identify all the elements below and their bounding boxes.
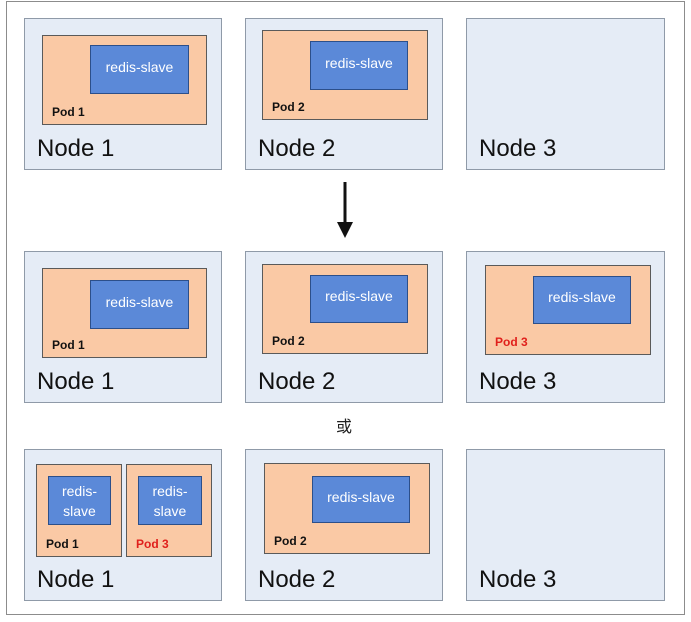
- row1-node1-label: Node 1: [37, 135, 115, 162]
- row2-node3-pod: redis-slave Pod 3: [485, 265, 651, 355]
- row3-pod3-label: Pod 3: [136, 537, 169, 551]
- row2-node1-label: Node 1: [37, 368, 115, 395]
- row3-node1-pod1: redis- slave Pod 1: [36, 464, 122, 557]
- row3-node-2: redis-slave Pod 2 Node 2: [245, 449, 443, 601]
- row2-node-1: redis-slave Pod 1 Node 1: [24, 251, 222, 403]
- row1-pod2-label: Pod 2: [272, 100, 305, 114]
- row1-node1-redis-slave: redis-slave: [90, 45, 189, 94]
- row1-node1-pod: redis-slave Pod 1: [42, 35, 207, 125]
- row1-pod1-label: Pod 1: [52, 105, 85, 119]
- row2-node2-redis-slave: redis-slave: [310, 275, 408, 323]
- row1-node3-label: Node 3: [479, 135, 557, 162]
- row2-node-3: redis-slave Pod 3 Node 3: [466, 251, 665, 403]
- row2-node2-pod: redis-slave Pod 2: [262, 264, 428, 354]
- row2-node3-redis-slave: redis-slave: [533, 276, 631, 324]
- row3-node2-label: Node 2: [258, 566, 336, 593]
- row2-pod2-label: Pod 2: [272, 334, 305, 348]
- row3-pod2-label: Pod 2: [274, 534, 307, 548]
- row1-node-2: redis-slave Pod 2 Node 2: [245, 18, 443, 170]
- row2-pod1-label: Pod 1: [52, 338, 85, 352]
- row2-node-2: redis-slave Pod 2 Node 2: [245, 251, 443, 403]
- row2-node3-label: Node 3: [479, 368, 557, 395]
- row3-pod1-label: Pod 1: [46, 537, 79, 551]
- row1-node-1: redis-slave Pod 1 Node 1: [24, 18, 222, 170]
- row3-node-1: redis- slave Pod 1 redis- slave Pod 3 No…: [24, 449, 222, 601]
- row3-node1-label: Node 1: [37, 566, 115, 593]
- row3-node-3: Node 3: [466, 449, 665, 601]
- row1-node2-redis-slave: redis-slave: [310, 41, 408, 90]
- row2-pod3-label: Pod 3: [495, 335, 528, 349]
- or-separator: 或: [336, 417, 353, 436]
- row2-node1-redis-slave: redis-slave: [90, 280, 189, 329]
- row3-node1-pod3-redis-slave: redis- slave: [138, 476, 202, 525]
- row2-node2-label: Node 2: [258, 368, 336, 395]
- row3-node1-pod1-redis-slave: redis- slave: [48, 476, 111, 525]
- row3-node2-pod: redis-slave Pod 2: [264, 463, 430, 554]
- row2-node1-pod: redis-slave Pod 1: [42, 268, 207, 358]
- row3-node1-pod3: redis- slave Pod 3: [126, 464, 212, 557]
- row1-node2-label: Node 2: [258, 135, 336, 162]
- row1-node2-pod: redis-slave Pod 2: [262, 30, 428, 120]
- row3-node3-label: Node 3: [479, 566, 557, 593]
- row1-node-3: Node 3: [466, 18, 665, 170]
- down-arrow-icon: [337, 182, 353, 238]
- row3-node2-redis-slave: redis-slave: [312, 476, 410, 523]
